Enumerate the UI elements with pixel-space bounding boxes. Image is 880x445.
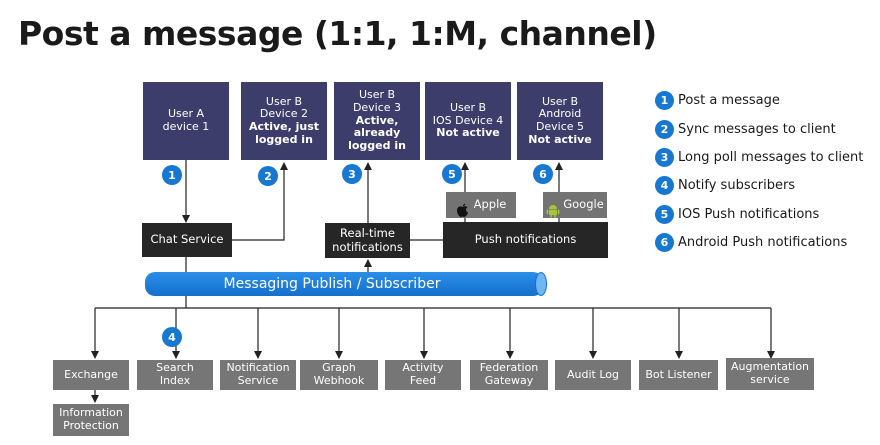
subscriber-federation-gateway: Federation Gateway bbox=[470, 360, 548, 390]
google-push-box: Google bbox=[543, 192, 607, 218]
step-badge-1: 1 bbox=[162, 165, 182, 185]
subscriber-bot-listener: Bot Listener bbox=[639, 360, 718, 390]
messaging-bus: Messaging Publish / Subscriber bbox=[145, 272, 543, 296]
push-notifications-box: Push notifications bbox=[443, 222, 608, 258]
step-badge-3: 3 bbox=[342, 164, 362, 184]
subscriber-audit-log: Audit Log bbox=[555, 360, 631, 390]
android-icon bbox=[546, 189, 560, 220]
subscriber-exchange: Exchange bbox=[53, 360, 129, 390]
page-title: Post a message (1:1, 1:M, channel) bbox=[18, 14, 657, 53]
subscriber-augmentation-service: Augmentation service bbox=[726, 358, 814, 390]
chat-service-box: Chat Service bbox=[142, 223, 232, 257]
subscriber-activity-feed: Activity Feed bbox=[385, 360, 461, 390]
subscriber-search-index: Search Index bbox=[137, 360, 213, 390]
apple-push-box: Apple bbox=[446, 192, 516, 218]
step-badge-6: 6 bbox=[533, 164, 553, 184]
step-badge-5: 5 bbox=[442, 164, 462, 184]
step-badge-2: 2 bbox=[258, 166, 278, 186]
step-badge-4: 4 bbox=[162, 327, 182, 347]
subscriber-graph-webhook: Graph Webhook bbox=[300, 360, 378, 390]
information-protection-box: Information Protection bbox=[53, 404, 129, 436]
apple-icon bbox=[456, 189, 469, 220]
subscriber-notification-service: Notification Service bbox=[220, 360, 296, 390]
realtime-notifications-box: Real-time notifications bbox=[325, 223, 410, 258]
messaging-bus-end bbox=[535, 272, 547, 296]
